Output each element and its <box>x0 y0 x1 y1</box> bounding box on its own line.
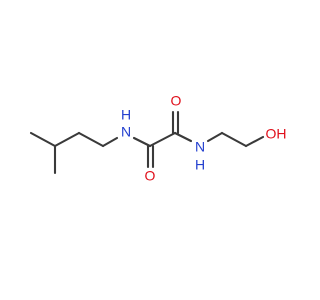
bond-ch2-ch2-right <box>220 131 248 148</box>
atom-label-oxygen-top: O <box>171 93 182 109</box>
bond-layer <box>29 110 265 175</box>
bond-branch-to-ch2 <box>53 131 81 148</box>
bond-carbonyl-carbonyl <box>148 131 177 148</box>
bond-nitrogen-left-carbonyl <box>132 136 152 148</box>
bond-ch2-ch2 <box>77 131 105 148</box>
atom-label-oxygen-bottom: O <box>145 168 156 184</box>
atom-labels: N H O O N H OH <box>121 93 287 184</box>
bond-ch2-oxygen <box>244 135 265 148</box>
bond-nitrogen-right-ch2 <box>206 131 224 143</box>
atom-label-hydrogen-left: H <box>121 107 131 123</box>
atom-label-nitrogen-left: N <box>121 124 131 140</box>
atom-label-hydrogen-right: H <box>195 157 205 173</box>
atom-label-nitrogen-right: N <box>195 139 205 155</box>
bond-methyl-top <box>29 131 57 148</box>
atom-label-hydroxyl: OH <box>266 126 287 142</box>
bond-carbonyl-nitrogen-right <box>173 131 193 143</box>
structure-diagram: N H O O N H OH <box>29 93 287 184</box>
bond-ch2-nitrogen-left <box>101 136 119 148</box>
